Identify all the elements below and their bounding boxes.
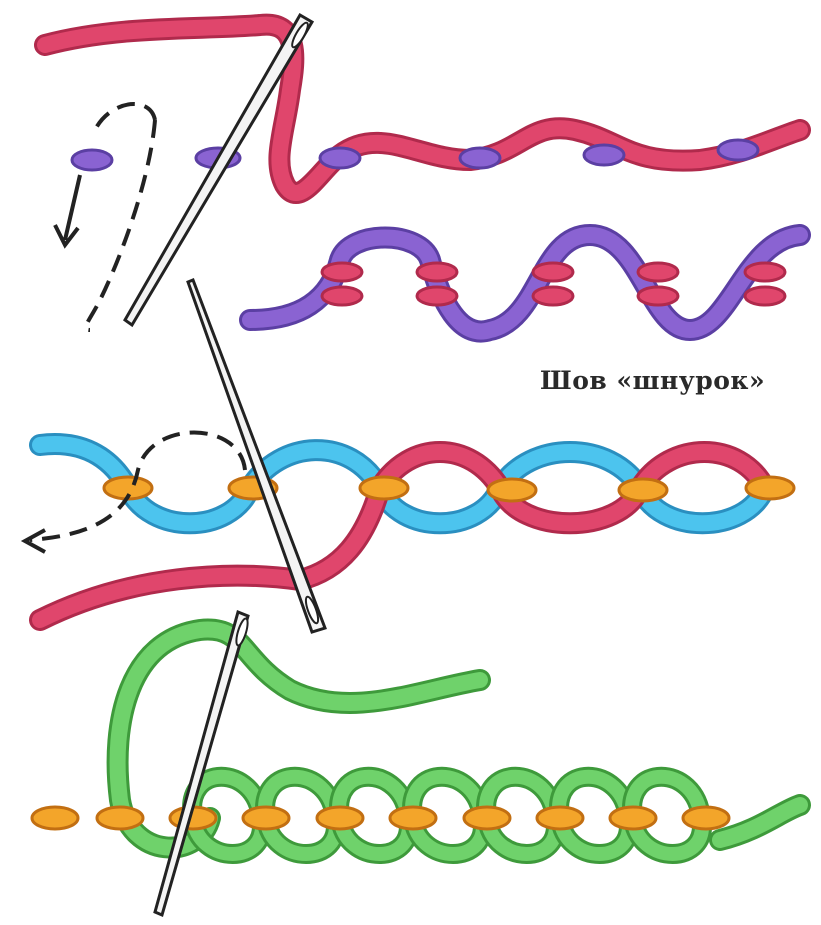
running-stitch — [745, 287, 785, 305]
running-stitch — [317, 807, 363, 829]
running-stitch — [97, 807, 143, 829]
running-stitch — [72, 150, 112, 170]
running-stitch — [638, 287, 678, 305]
arrow-icon — [25, 530, 45, 552]
running-stitch — [243, 807, 289, 829]
running-stitch — [683, 807, 729, 829]
running-stitch — [745, 263, 785, 281]
running-stitch — [390, 807, 436, 829]
running-stitch — [417, 287, 457, 305]
running-stitch — [584, 145, 624, 165]
running-stitch — [610, 807, 656, 829]
running-stitch — [360, 477, 408, 499]
needle-icon — [155, 612, 250, 915]
running-stitch — [464, 807, 510, 829]
running-stitch — [619, 479, 667, 501]
running-stitch — [533, 287, 573, 305]
running-stitch — [746, 477, 794, 499]
row-1-red-lacing — [45, 15, 800, 330]
running-stitch — [718, 140, 758, 160]
running-stitch — [638, 263, 678, 281]
running-stitch — [320, 148, 360, 168]
running-stitch — [533, 263, 573, 281]
running-stitch — [322, 263, 362, 281]
row-2-purple-lacing — [250, 235, 800, 332]
running-stitch — [537, 807, 583, 829]
running-stitch — [322, 287, 362, 305]
row-4-looped-lacing — [32, 612, 800, 915]
running-stitch — [488, 479, 536, 501]
running-stitch — [32, 807, 78, 829]
caption-label: Шов «шнурок» — [540, 366, 765, 395]
arrow-icon — [55, 175, 80, 245]
running-stitch — [417, 263, 457, 281]
running-stitch — [460, 148, 500, 168]
